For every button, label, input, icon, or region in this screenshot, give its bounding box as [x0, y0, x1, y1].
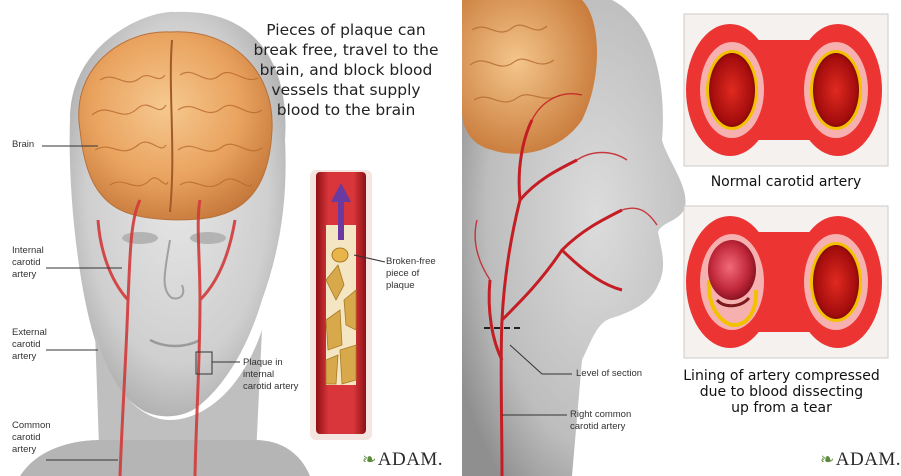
caption-normal-artery: Normal carotid artery	[684, 174, 888, 190]
left-diagram-panel: Pieces of plaque can break free, travel …	[0, 0, 455, 476]
adam-logo-left: ❧ADAM.	[362, 449, 443, 471]
label-brain: Brain	[12, 139, 34, 151]
caption-dissected-artery: Lining of artery compressed due to blood…	[662, 368, 901, 416]
label-common-carotid: Common carotid artery	[12, 420, 51, 456]
label-internal-carotid: Internal carotid artery	[12, 245, 44, 281]
leaf-icon: ❧	[820, 450, 835, 469]
shoulder-silhouette	[20, 440, 310, 476]
label-right-common-carotid: Right common carotid artery	[570, 409, 631, 433]
broken-plaque-piece	[332, 248, 348, 262]
label-plaque: Plaque in internal carotid artery	[243, 357, 298, 393]
leaf-icon: ❧	[362, 450, 377, 469]
panel-divider	[455, 0, 462, 476]
headline-text: Pieces of plaque can break free, travel …	[240, 20, 452, 120]
right-eye	[190, 232, 226, 244]
normal-section-art	[686, 24, 882, 156]
left-eye	[122, 232, 158, 244]
label-broken-free: Broken-free piece of plaque	[386, 256, 436, 292]
dissect-section-art	[686, 216, 882, 348]
label-level-of-section: Level of section	[576, 368, 642, 380]
right-diagram-panel: Level of section Right common carotid ar…	[462, 0, 901, 476]
label-external-carotid: External carotid artery	[12, 327, 47, 363]
adam-logo-right: ❧ADAM.	[820, 449, 901, 471]
